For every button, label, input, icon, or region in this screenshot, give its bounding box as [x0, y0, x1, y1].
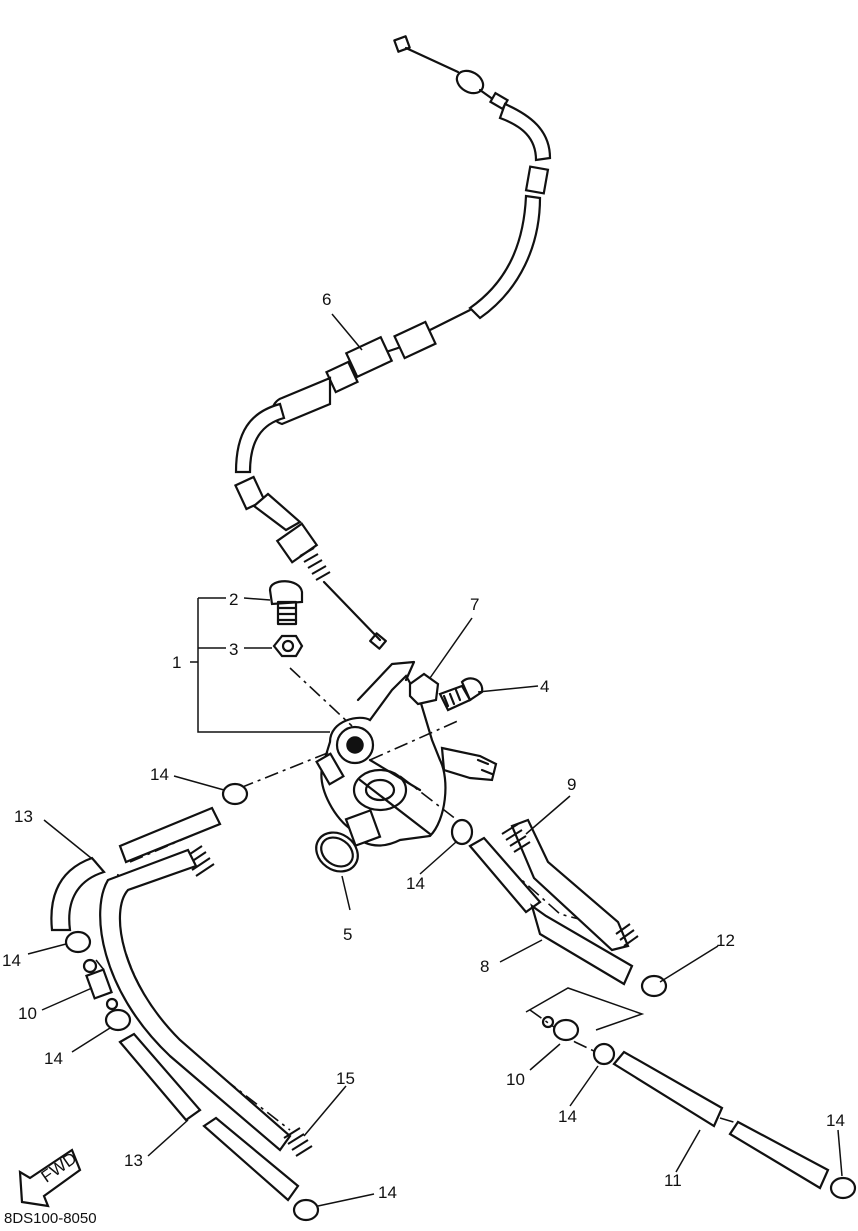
- fwd-arrow-icon: FWD: [18, 1148, 82, 1208]
- leader-lines: [27, 313, 843, 1207]
- bolt-and-nut: [268, 580, 304, 658]
- hose-set-left: [50, 782, 320, 1222]
- callout-11: 11: [664, 1171, 682, 1190]
- callout-14-right-end: 14: [826, 1111, 845, 1130]
- callout-4: 4: [540, 677, 549, 696]
- callout-14-pump-left: 14: [150, 765, 169, 784]
- callout-6: 6: [322, 290, 331, 309]
- callout-14-right-mid: 14: [558, 1107, 577, 1126]
- oil-pump-body: [315, 660, 498, 848]
- callout-3: 3: [229, 640, 238, 659]
- callout-labels: 1 2 3 4 5 6 7 8 9 10 10 11 12 13 13 14 1…: [2, 290, 845, 1202]
- callout-10-left: 10: [18, 1004, 37, 1023]
- cap-and-bolt: [408, 672, 484, 712]
- throttle-cable: [233, 35, 552, 650]
- callout-14-bottom: 14: [378, 1183, 397, 1202]
- callout-13-top: 13: [14, 807, 33, 826]
- callout-10-right: 10: [506, 1070, 525, 1089]
- callout-15: 15: [336, 1069, 355, 1088]
- callout-1: 1: [172, 653, 181, 672]
- callout-5: 5: [343, 925, 352, 944]
- callout-14-pump-right: 14: [406, 874, 425, 893]
- diagram-code: 8DS100-8050: [4, 1210, 97, 1227]
- callout-13-bottom: 13: [124, 1151, 143, 1170]
- callout-8: 8: [480, 957, 489, 976]
- callout-14-left-lower: 14: [44, 1049, 63, 1068]
- callout-9: 9: [567, 775, 576, 794]
- callout-12: 12: [716, 931, 735, 950]
- callout-14-left-upper: 14: [2, 951, 21, 970]
- callout-7: 7: [470, 595, 479, 614]
- callout-2: 2: [229, 590, 238, 609]
- hose-set-right: [450, 818, 857, 1200]
